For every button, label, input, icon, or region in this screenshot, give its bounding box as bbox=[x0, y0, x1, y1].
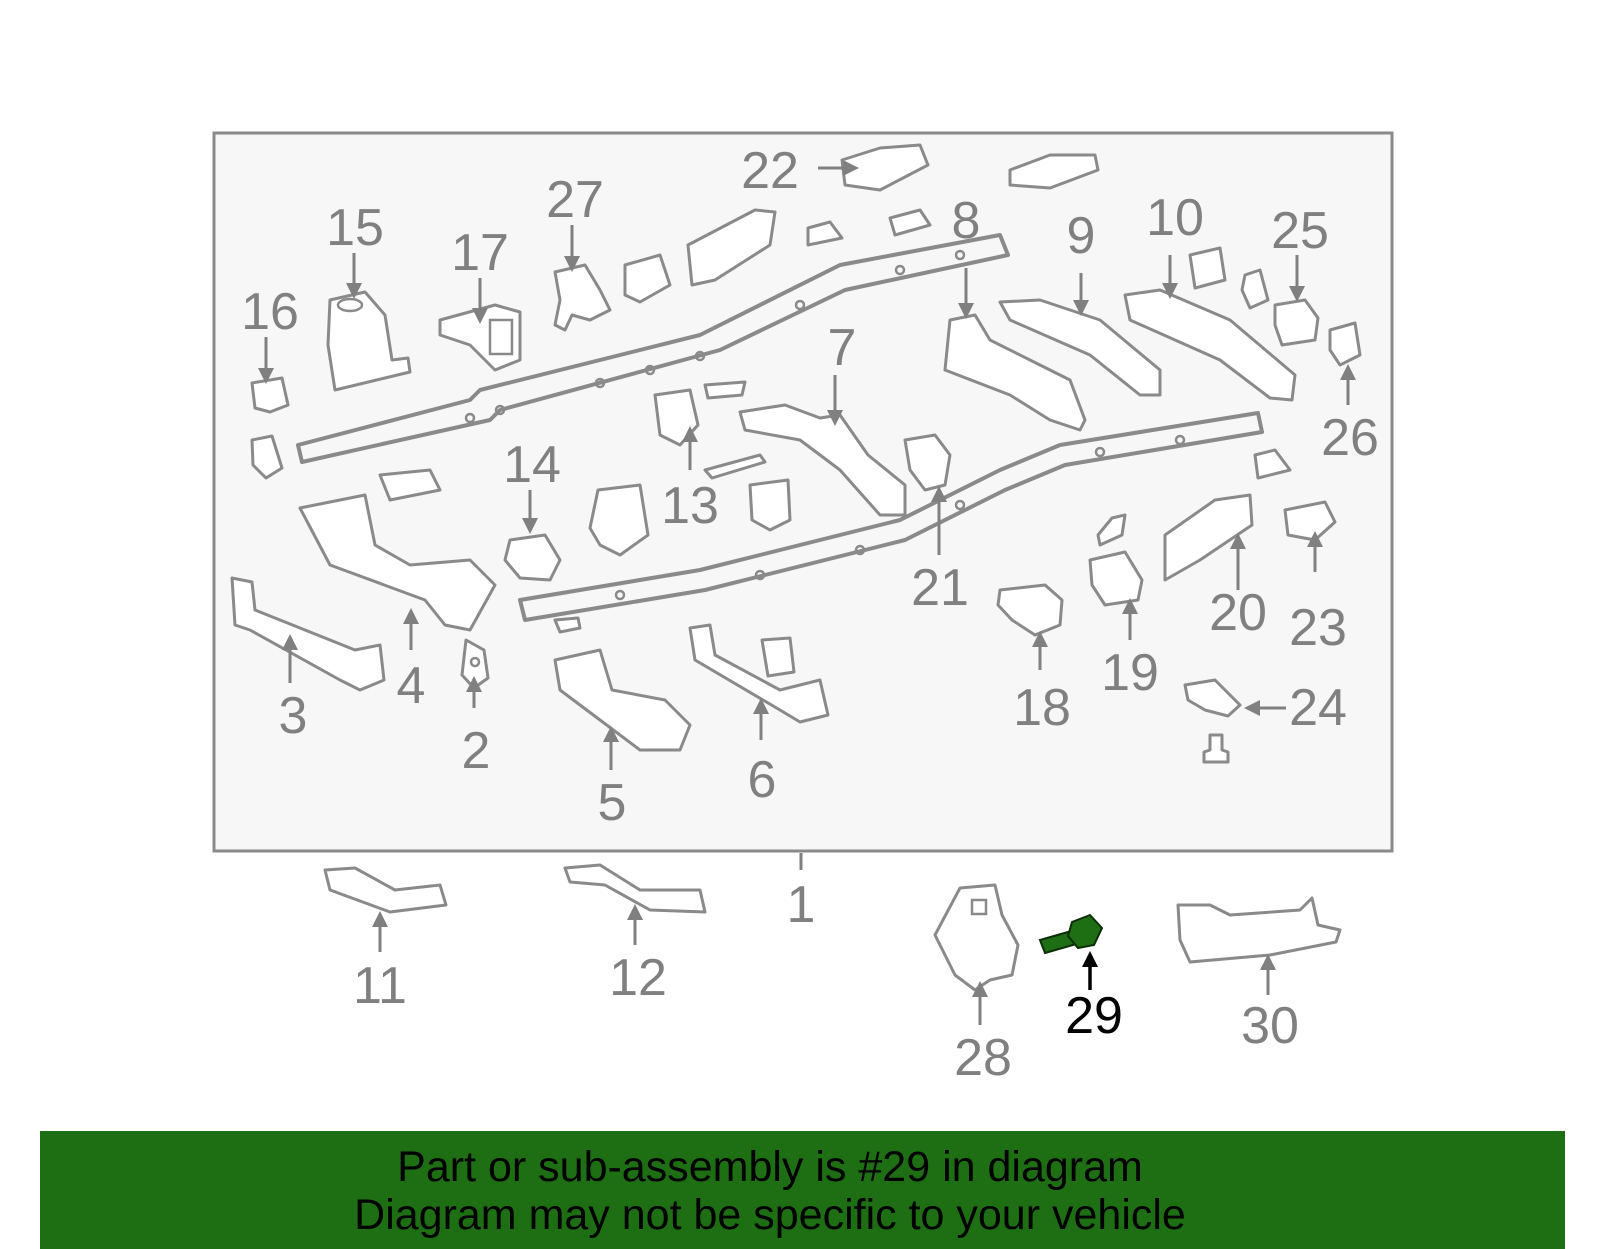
part-26 bbox=[1328, 321, 1362, 367]
part-4 bbox=[298, 493, 497, 632]
part-24 bbox=[1183, 678, 1242, 764]
part-30 bbox=[1176, 896, 1342, 964]
part-21 bbox=[903, 433, 952, 492]
frame-rail-lower bbox=[518, 411, 1264, 622]
part-15 bbox=[326, 290, 412, 392]
callout-20: 20 bbox=[1209, 584, 1267, 642]
callout-19: 19 bbox=[1101, 644, 1159, 702]
banner-line-2: Diagram may not be specific to your vehi… bbox=[354, 1191, 1186, 1239]
part-9 bbox=[998, 298, 1162, 397]
callout-1: 1 bbox=[787, 876, 816, 934]
part-22 bbox=[840, 143, 1100, 192]
banner-line-1: Part or sub-assembly is #29 in diagram bbox=[397, 1143, 1143, 1191]
part-29-bolt bbox=[1038, 913, 1104, 955]
part-25 bbox=[1188, 246, 1320, 347]
part-5 bbox=[553, 648, 692, 752]
callout-25: 25 bbox=[1271, 202, 1329, 260]
part-16 bbox=[250, 376, 290, 480]
callout-28: 28 bbox=[954, 1029, 1012, 1087]
part-3 bbox=[230, 576, 386, 692]
part-18 bbox=[996, 583, 1064, 637]
part-14 bbox=[503, 533, 562, 582]
info-banner: Part or sub-assembly is #29 in diagram D… bbox=[40, 1131, 1565, 1249]
callout-18: 18 bbox=[1013, 679, 1071, 737]
callout-24: 24 bbox=[1289, 679, 1347, 737]
part-8 bbox=[943, 313, 1087, 432]
part-19 bbox=[1088, 513, 1144, 607]
part-23 bbox=[1253, 448, 1337, 542]
part-28 bbox=[933, 883, 1020, 992]
part-10 bbox=[1123, 288, 1297, 402]
callout-30: 30 bbox=[1241, 997, 1299, 1055]
leader-lines bbox=[258, 160, 1356, 1025]
part-6 bbox=[688, 623, 830, 724]
callout-2: 2 bbox=[462, 722, 491, 780]
part-2 bbox=[460, 638, 490, 690]
callout-5: 5 bbox=[598, 774, 627, 832]
part-misc-clip bbox=[378, 380, 767, 634]
callout-29: 29 bbox=[1065, 987, 1123, 1045]
callout-4: 4 bbox=[397, 657, 426, 715]
callout-8: 8 bbox=[952, 192, 981, 250]
part-17 bbox=[438, 303, 522, 372]
callout-13: 13 bbox=[661, 477, 719, 535]
part-12 bbox=[563, 863, 707, 914]
callout-27: 27 bbox=[546, 171, 604, 229]
part-27 bbox=[553, 208, 932, 332]
callout-16: 16 bbox=[241, 283, 299, 341]
callout-6: 6 bbox=[748, 751, 777, 809]
callout-3: 3 bbox=[279, 687, 308, 745]
callout-14: 14 bbox=[503, 436, 561, 494]
frame-rail-upper bbox=[296, 233, 1010, 464]
callout-9: 9 bbox=[1067, 207, 1096, 265]
callout-12: 12 bbox=[609, 949, 667, 1007]
callout-11: 11 bbox=[353, 957, 407, 1015]
part-20 bbox=[1163, 493, 1254, 582]
callout-22: 22 bbox=[741, 142, 799, 200]
callout-21: 21 bbox=[911, 559, 969, 617]
callout-26: 26 bbox=[1321, 409, 1379, 467]
callout-17: 17 bbox=[451, 224, 509, 282]
callout-15: 15 bbox=[326, 199, 384, 257]
callout-23: 23 bbox=[1289, 599, 1347, 657]
callout-10: 10 bbox=[1146, 189, 1204, 247]
part-11 bbox=[323, 866, 448, 914]
callout-7: 7 bbox=[828, 319, 857, 377]
part-7 bbox=[738, 403, 907, 517]
